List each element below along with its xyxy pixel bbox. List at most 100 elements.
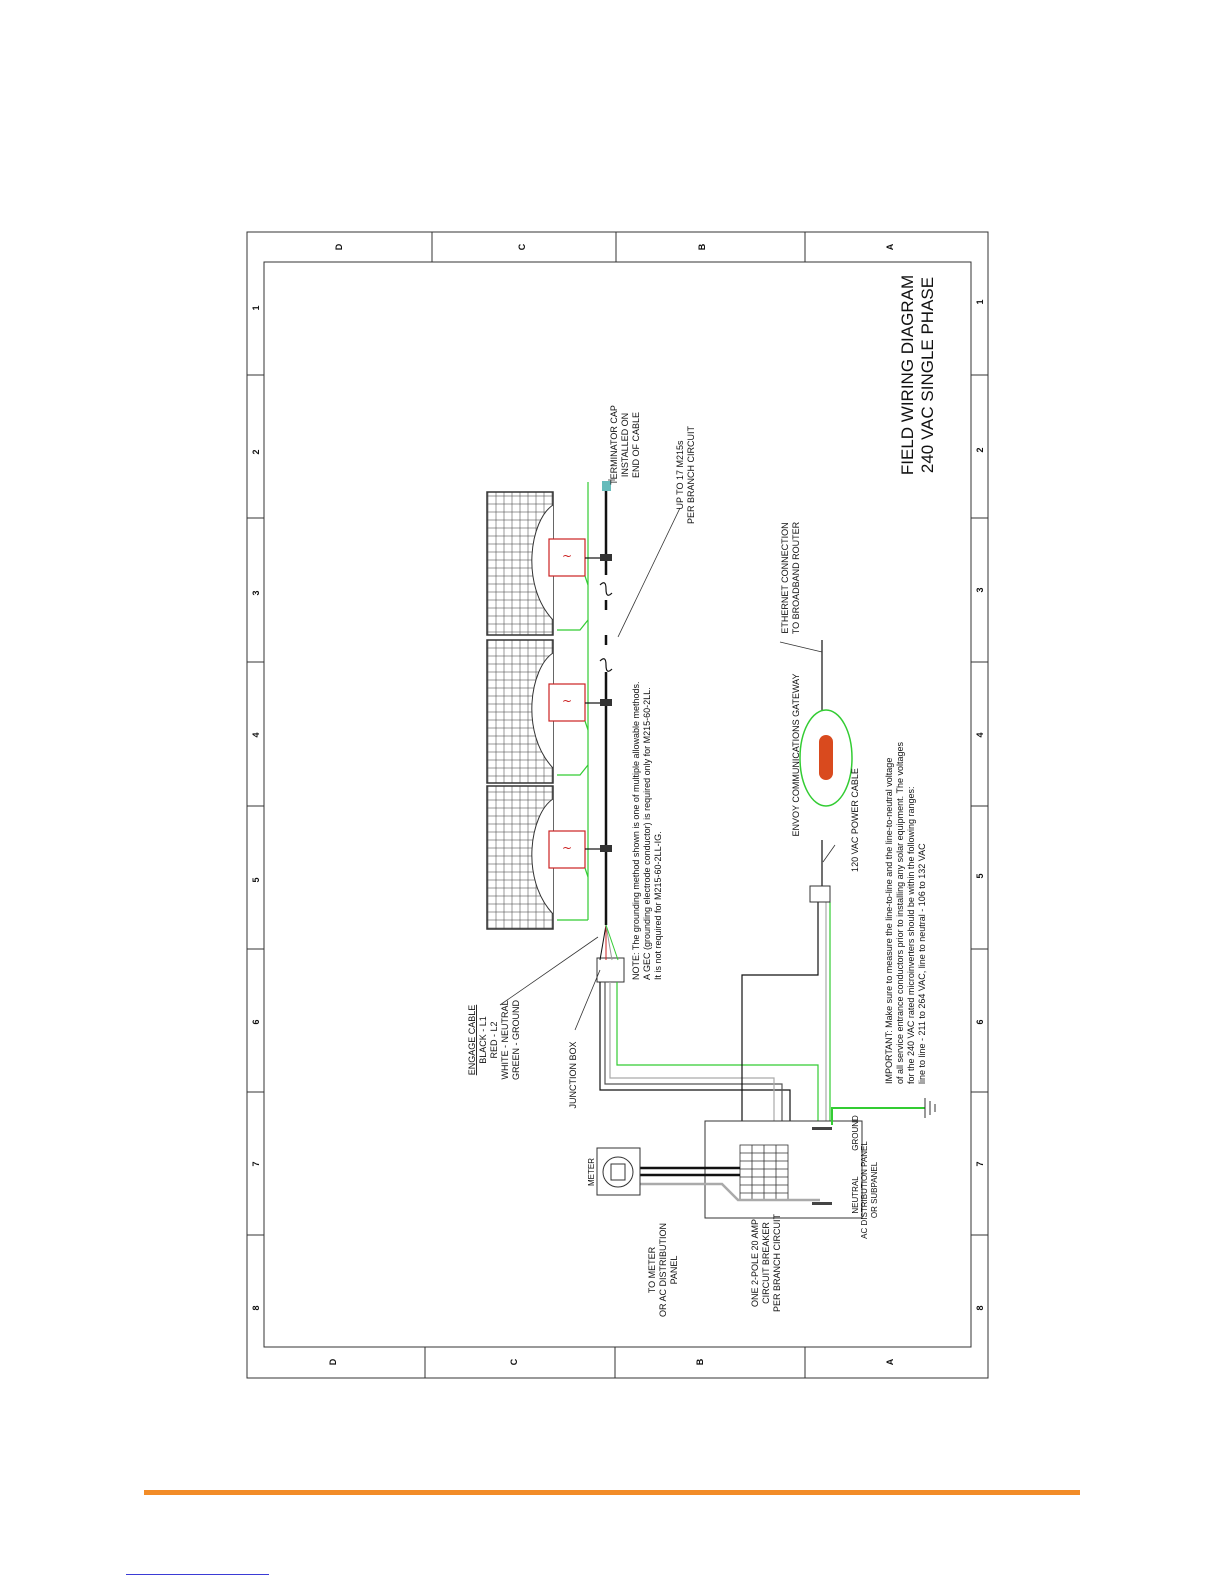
label-line: INSTALLED ON	[620, 413, 630, 477]
zone-number: 8	[251, 1305, 261, 1310]
engage-cable-label: ENGAGE CABLE BLACK - L1 RED - L2 WHITE -…	[467, 1000, 521, 1081]
svg-text:~: ~	[562, 549, 572, 563]
microinverter: ~	[548, 683, 586, 722]
label-line: PER BRANCH CIRCUIT	[686, 425, 696, 524]
earth-ground	[831, 1107, 925, 1125]
label-line: TERMINATOR CAP	[609, 405, 619, 485]
zone-number: 7	[975, 1161, 985, 1166]
diagram-title: FIELD WIRING DIAGRAM 240 VAC SINGLE PHAS…	[898, 275, 937, 475]
note-line: IMPORTANT: Make sure to measure the line…	[884, 758, 894, 1084]
terminator-cap-label: TERMINATOR CAP INSTALLED ON END OF CABLE	[609, 405, 641, 485]
footer-link-underline	[126, 1574, 269, 1575]
label-line: TO METER	[647, 1246, 657, 1293]
junction-box	[596, 957, 625, 983]
label-line: ONE 2-POLE 20 AMP	[750, 1219, 760, 1307]
label-line: TO BROADBAND ROUTER	[791, 521, 801, 634]
zone-letter-top-d: D	[334, 243, 344, 250]
label-line: PER BRANCH CIRCUIT	[772, 1213, 782, 1312]
microinverter: ~	[548, 830, 586, 869]
zone-number: 3	[251, 590, 261, 595]
breaker-label: ONE 2-POLE 20 AMP CIRCUIT BREAKER PER BR…	[750, 1213, 782, 1312]
zone-letter-bottom-d: D	[328, 1358, 338, 1365]
label-line: AC DISTRIBUTION PANEL	[860, 1141, 869, 1239]
zone-letter-bottom-b: B	[695, 1358, 705, 1365]
zone-number: 1	[975, 299, 985, 304]
important-note: IMPORTANT: Make sure to measure the line…	[884, 741, 927, 1084]
svg-text:~: ~	[562, 694, 572, 708]
note-line: A GEC (grounding electrode conductor) is…	[642, 687, 652, 980]
inner-frame	[263, 261, 972, 1348]
zone-number: 6	[251, 1019, 261, 1024]
zone-dividers	[247, 232, 988, 1378]
label-line: RED - L2	[489, 1021, 499, 1058]
label-line: OR AC DISTRIBUTION	[658, 1223, 668, 1317]
label-line: ENGAGE CABLE	[467, 1005, 477, 1076]
meter-label: METER	[587, 1158, 596, 1186]
meter-dial	[602, 1156, 634, 1188]
drop-connectors	[600, 481, 612, 852]
label-line: END OF CABLE	[631, 412, 641, 478]
label-line: PANEL	[669, 1256, 679, 1285]
to-meter-label: TO METER OR AC DISTRIBUTION PANEL	[647, 1223, 679, 1317]
neutral-label: NEUTRAL	[851, 1176, 860, 1214]
zone-letter-top-c: C	[517, 243, 527, 250]
label-line: WHITE - NEUTRAL	[500, 1000, 510, 1079]
panel-label: AC DISTRIBUTION PANEL OR SUBPANEL	[860, 1141, 879, 1239]
grounding-note: NOTE: The grounding method shown is one …	[631, 682, 663, 981]
zone-number: 8	[975, 1305, 985, 1310]
zone-number: 5	[975, 873, 985, 878]
zone-number: 3	[975, 587, 985, 592]
zone-number: 6	[975, 1019, 985, 1024]
note-line: for the 240 VAC rated microinverters sho…	[906, 787, 916, 1085]
ground-icon	[924, 1098, 936, 1118]
cable-breaks	[599, 582, 613, 672]
meter-window	[610, 1163, 626, 1181]
ground-wire	[557, 482, 589, 921]
zone-number: 5	[251, 877, 261, 882]
title-line-1: FIELD WIRING DIAGRAM	[898, 275, 917, 475]
zone-letter-bottom-a: A	[885, 1358, 895, 1365]
drop-cables	[585, 557, 600, 850]
junction-wires	[599, 924, 619, 961]
label-line: OR SUBPANEL	[870, 1161, 879, 1218]
service-wires	[640, 1166, 820, 1202]
title-line-2: 240 VAC SINGLE PHASE	[918, 277, 937, 473]
svg-text:~: ~	[562, 841, 572, 855]
label-line: UP TO 17 M215s	[675, 440, 685, 510]
note-line: line to line - 211 to 264 VAC, line to n…	[917, 843, 927, 1084]
leader-lines	[499, 479, 836, 1031]
power-cable-label: 120 VAC POWER CABLE	[850, 768, 860, 872]
ground-label: GROUND	[851, 1115, 860, 1151]
label-line: GREEN - GROUND	[511, 1000, 521, 1081]
zone-number: 7	[251, 1161, 261, 1166]
zone-letter-bottom-c: C	[509, 1358, 519, 1365]
note-line: It is not required for M215-60-2LL-IG.	[653, 831, 663, 980]
envoy-indicator	[819, 735, 833, 780]
zone-number: 4	[251, 732, 261, 737]
breaker-bank	[739, 1144, 789, 1201]
note-line: of all service entrance conductors prior…	[895, 741, 905, 1084]
outlet	[809, 885, 831, 903]
feeder-wires	[599, 982, 819, 1140]
zone-letter-top-a: A	[885, 243, 895, 250]
label-line: ETHERNET CONNECTION	[780, 522, 790, 633]
solar-module	[486, 785, 554, 930]
zone-number: 2	[251, 449, 261, 454]
zone-number: 2	[975, 447, 985, 452]
note-line: NOTE: The grounding method shown is one …	[631, 682, 641, 981]
up-to-label: UP TO 17 M215s PER BRANCH CIRCUIT	[675, 425, 696, 524]
ethernet-label: ETHERNET CONNECTION TO BROADBAND ROUTER	[780, 521, 801, 634]
zone-numbers-left: 1 2 3 4 5 6 7 8	[251, 305, 261, 1310]
zone-number: 4	[975, 732, 985, 737]
zone-numbers-right: 1 2 3 4 5 6 7 8	[975, 299, 985, 1310]
junction-box-label: JUNCTION BOX	[568, 1041, 578, 1108]
orange-rule	[144, 1490, 1080, 1495]
solar-module	[486, 639, 554, 784]
bus-bars	[812, 1127, 832, 1205]
label-line: BLACK - L1	[478, 1016, 488, 1064]
zone-number: 1	[251, 305, 261, 310]
microinverter: ~	[548, 538, 586, 577]
outer-frame	[246, 231, 989, 1379]
zone-letter-top-b: B	[697, 243, 707, 250]
